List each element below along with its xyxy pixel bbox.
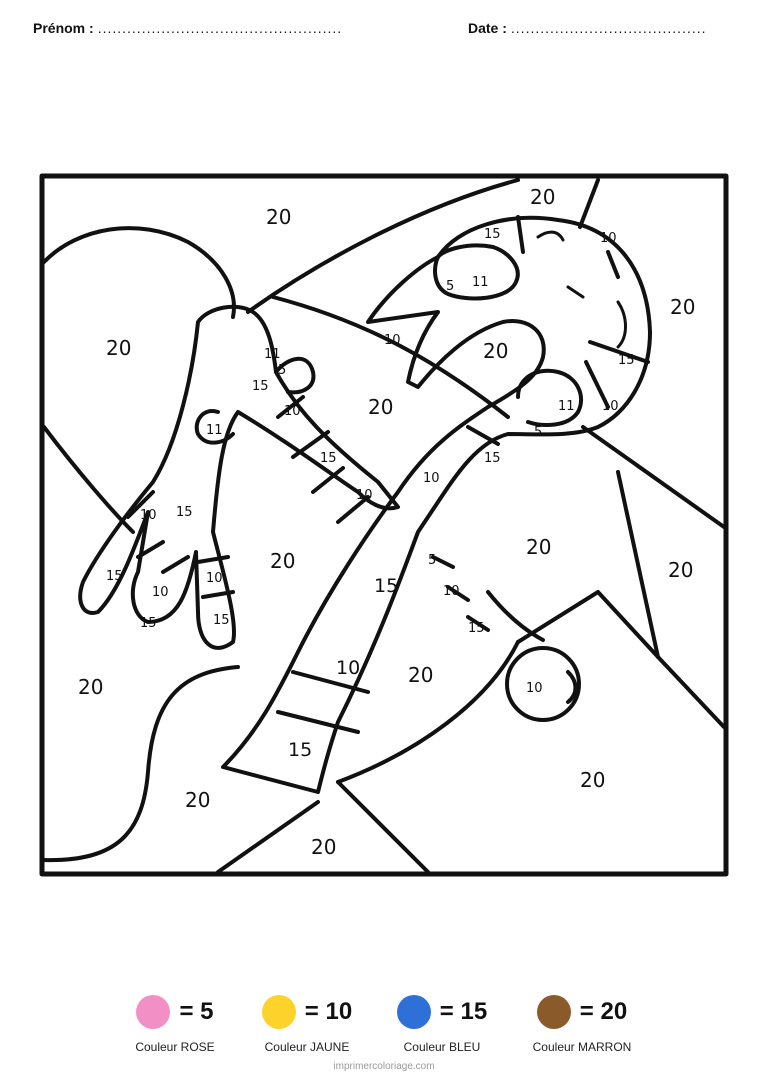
number-label: 10 xyxy=(152,585,169,600)
number-label: 15 xyxy=(140,616,157,631)
site-credit: imprimercoloriage.com xyxy=(333,1061,435,1072)
number-label: 20 xyxy=(526,535,551,559)
date-dots: ........................................ xyxy=(510,20,707,36)
pompom-outline xyxy=(566,670,578,704)
number-label: 10 xyxy=(423,471,440,486)
date-label: Date : xyxy=(468,20,507,36)
number-label: 15 xyxy=(468,621,485,636)
number-label: 11 xyxy=(264,347,281,362)
region-outline xyxy=(336,640,520,784)
region-outline xyxy=(516,590,660,659)
number-label: 20 xyxy=(580,768,605,792)
region-outline xyxy=(336,780,430,874)
number-label: 20 xyxy=(368,395,393,419)
number-label: 10 xyxy=(356,488,373,503)
number-label: 11 xyxy=(472,275,489,290)
number-label: 10 xyxy=(140,508,157,523)
legend-caption: Couleur JAUNE xyxy=(264,1040,350,1054)
scarf-outline xyxy=(431,555,490,632)
decoration-stroke xyxy=(536,230,627,349)
number-label: 20 xyxy=(408,663,433,687)
number-label: 20 xyxy=(270,549,295,573)
number-label: 15 xyxy=(320,451,337,466)
header: Prénom :................................… xyxy=(0,20,768,44)
region-outline xyxy=(616,470,726,729)
number-label: 10 xyxy=(602,399,619,414)
number-label: 20 xyxy=(530,185,555,209)
legend-value: = 5 xyxy=(179,998,214,1025)
legend-value: = 20 xyxy=(579,998,628,1025)
name-label: Prénom : xyxy=(33,20,94,36)
legend-item-marron: = 20 Couleur MARRON xyxy=(512,992,652,1054)
number-label: 10 xyxy=(526,681,543,696)
number-label: 20 xyxy=(266,205,291,229)
number-label: 5 xyxy=(446,279,454,294)
legend-caption: Couleur MARRON xyxy=(532,1040,632,1054)
region-outline xyxy=(581,425,726,529)
number-label: 15 xyxy=(618,353,635,368)
region-outline xyxy=(42,226,236,319)
legend-value: = 10 xyxy=(304,998,353,1025)
legend-caption: Couleur BLEU xyxy=(403,1040,481,1054)
region-outline xyxy=(42,425,135,534)
date-field[interactable]: Date :..................................… xyxy=(468,20,707,36)
brown-swatch xyxy=(536,995,571,1029)
name-dots: ........................................… xyxy=(97,20,343,36)
number-label: 20 xyxy=(311,835,336,859)
number-label: 15 xyxy=(374,575,398,597)
legend-item-rose: = 5 Couleur ROSE xyxy=(105,992,245,1054)
name-field[interactable]: Prénom :................................… xyxy=(33,20,342,36)
number-label: 20 xyxy=(668,558,693,582)
number-label: 5 xyxy=(278,363,286,378)
region-outline xyxy=(578,178,600,229)
number-label: 15 xyxy=(176,505,193,520)
number-label: 11 xyxy=(206,423,223,438)
number-label: 15 xyxy=(484,227,501,242)
number-label: 20 xyxy=(670,295,695,319)
number-label: 15 xyxy=(288,739,312,761)
pompom-outline xyxy=(505,646,581,722)
pink-swatch xyxy=(136,995,171,1029)
number-label: 10 xyxy=(384,333,401,348)
glove-outline xyxy=(78,304,400,650)
scarf-outline xyxy=(276,215,650,734)
scarf-outline xyxy=(516,368,584,427)
number-label: 10 xyxy=(336,657,360,679)
number-label: 15 xyxy=(484,451,501,466)
region-outline xyxy=(216,800,320,874)
region-outline xyxy=(271,295,510,419)
region-outline xyxy=(246,178,520,314)
number-label: 20 xyxy=(483,339,508,363)
glove-outline xyxy=(274,356,316,395)
number-label: 10 xyxy=(284,404,301,419)
glove-outline xyxy=(194,409,235,445)
legend-item-bleu: = 15 Couleur BLEU xyxy=(372,992,512,1054)
coloring-drawing: 20 20 20 20 20 20 20 20 20 20 20 20 20 2… xyxy=(39,173,729,877)
number-label: 5 xyxy=(428,553,436,568)
color-legend: = 5 Couleur ROSE = 10 Couleur JAUNE = 15… xyxy=(0,992,768,1054)
number-label: 11 xyxy=(558,399,575,414)
number-label: 15 xyxy=(252,379,269,394)
yellow-swatch xyxy=(261,995,296,1029)
legend-caption: Couleur ROSE xyxy=(135,1040,215,1054)
blue-swatch xyxy=(396,995,431,1029)
legend-value: = 15 xyxy=(439,998,488,1025)
number-label: 10 xyxy=(206,571,223,586)
scarf-outline xyxy=(221,215,652,794)
number-label: 20 xyxy=(78,675,103,699)
legend-item-jaune: = 10 Couleur JAUNE xyxy=(237,992,377,1054)
scarf-outline xyxy=(433,243,520,301)
number-label: 10 xyxy=(600,231,617,246)
drawing-frame xyxy=(39,173,729,877)
number-label: 20 xyxy=(185,788,210,812)
number-label: 10 xyxy=(443,584,460,599)
scarf-outline xyxy=(486,590,545,642)
glove-outline xyxy=(126,395,370,599)
number-label: 20 xyxy=(106,336,131,360)
number-label: 15 xyxy=(106,569,123,584)
region-outline xyxy=(42,665,240,863)
number-label: 15 xyxy=(213,613,230,628)
number-label: 5 xyxy=(534,425,542,440)
